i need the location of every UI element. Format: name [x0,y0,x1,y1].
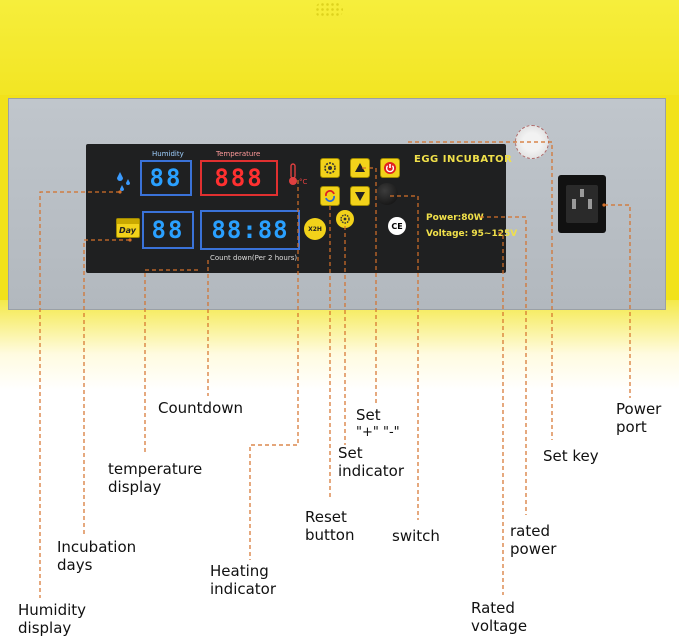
reset-button[interactable] [320,186,340,206]
switch-knob[interactable] [376,183,398,205]
minus-button[interactable] [350,186,370,206]
callout-reset-button: Reset button [305,508,355,544]
day-display: 88 [142,211,194,249]
vent-holes [315,2,343,18]
callout-temperature-display: temperature display [108,460,203,496]
humidity-display: 88 [140,160,192,196]
leader-heating [249,180,299,560]
countdown-label: Count down(Per 2 hours) [210,254,298,262]
callout-switch: switch [392,527,440,545]
callout-rated-power: rated power [510,522,557,558]
leader-days [83,239,130,535]
gear-icon [324,162,336,174]
callout-incubation-days: Incubation days [57,538,137,574]
temperature-digits: 888 [214,164,264,192]
power-icon [384,162,396,174]
housing-fade [0,300,679,390]
leader-rated-voltage [498,232,504,595]
humidity-icon [117,172,130,191]
callout-set-plus-minus: Set "+" "-" [356,406,400,440]
thermometer-icon: °C [289,163,308,186]
callout-rated-voltage: Rated voltage [471,599,528,635]
humidity-digits: 88 [149,164,183,192]
leader-set-key [408,141,553,440]
x2h-label: X2H [308,225,322,233]
leader-rated-power [480,216,527,515]
callout-humidity-display: Humidity display [18,601,87,637]
arrow-down-icon [355,192,365,201]
svg-text:°C: °C [299,178,308,186]
temperature-label: Temperature [216,150,261,158]
ce-mark: CE [388,217,406,235]
power-rating: Power:80W [426,213,484,223]
callout-power-port: Power port [616,400,662,436]
ce-text: CE [391,221,403,231]
arrow-up-icon [355,163,365,172]
power-switch-button[interactable] [380,158,400,178]
x2h-icon: X2H [304,218,326,240]
day-icon: Day [116,218,140,238]
day-digits: 88 [151,216,185,244]
set-indicator-icon [336,210,354,228]
callout-set-key: Set key [543,447,599,465]
callout-set-indicator: Set indicator [338,444,405,480]
day-badge: Day [119,226,137,235]
voltage-rating: Voltage: 95~125V [426,229,518,239]
temperature-display: 888 [200,160,278,196]
leader-power-port [604,204,631,398]
leader-switch [390,195,419,520]
leader-set-plusminus [362,167,377,404]
control-board [86,144,506,273]
refresh-icon [325,190,335,202]
countdown-display: 88:88 [200,210,300,250]
countdown-digits: 88:88 [211,216,289,244]
callout-heating-indicator: Heating indicator [210,562,277,598]
humidity-label: Humidity [152,150,184,158]
power-socket-icon [566,185,598,223]
leader-humidity [39,191,120,598]
power-port [558,175,606,233]
callout-countdown: Countdown [158,399,244,417]
leader-temp-display [144,269,198,455]
panel-title: EGG INCUBATOR [414,154,513,165]
set-key-button[interactable] [320,158,340,178]
